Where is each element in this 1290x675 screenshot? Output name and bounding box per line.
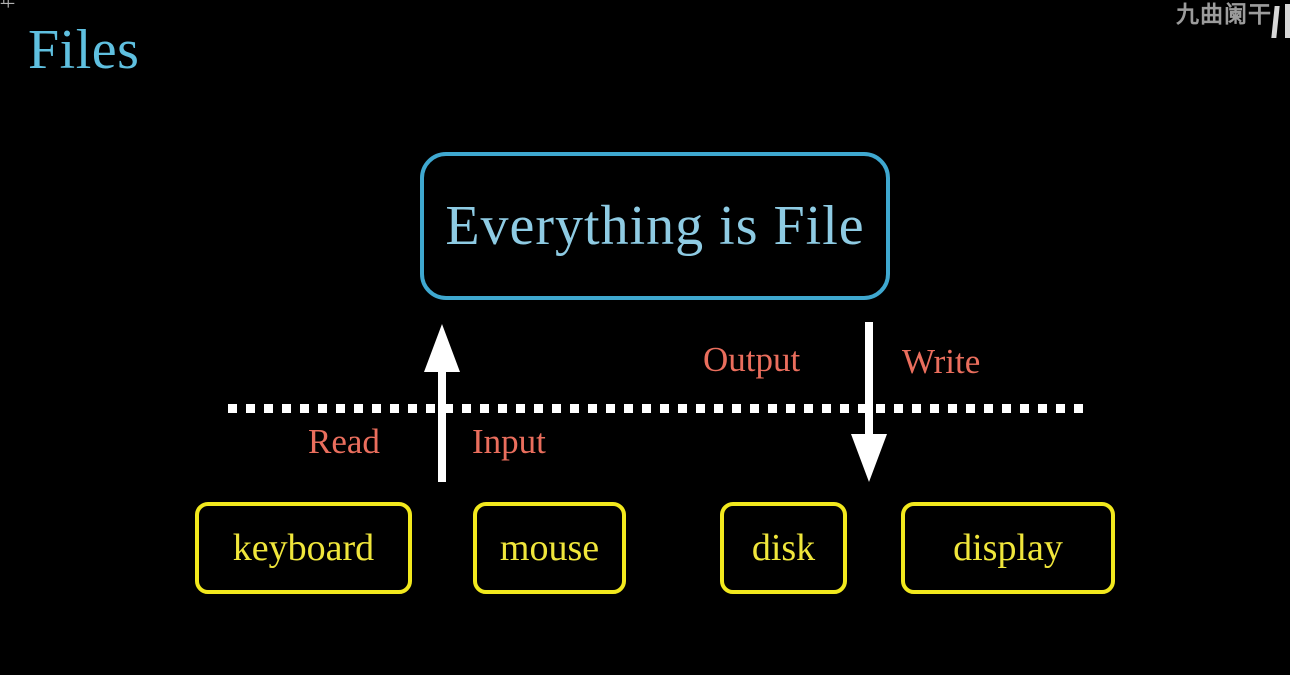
device-box-mouse: mouse [473, 502, 626, 594]
arrow-down-icon [851, 322, 887, 482]
flow-label-input: Input [472, 422, 546, 461]
device-label-mouse: mouse [499, 527, 600, 569]
arrow-up-icon [424, 324, 460, 482]
device-label-disk: disk [751, 527, 816, 569]
device-label-display: display [953, 527, 1063, 569]
flow-label-write: Write [902, 342, 981, 381]
corner-partial-glyph: 年 [0, 0, 16, 10]
boundary-dotted-line [228, 404, 1085, 413]
concept-box-everything-is-file: Everything is File [420, 152, 890, 300]
flow-label-output: Output [703, 340, 801, 379]
device-box-display: display [901, 502, 1115, 594]
device-box-keyboard: keyboard [195, 502, 412, 594]
channel-logo-icon [1264, 4, 1290, 38]
concept-box-label: Everything is File [445, 195, 865, 257]
device-box-disk: disk [720, 502, 847, 594]
page-title: Files [28, 19, 140, 81]
watermark: 九曲阑干 [1176, 2, 1290, 38]
flow-label-read: Read [308, 422, 380, 461]
device-label-keyboard: keyboard [232, 527, 375, 569]
watermark-text: 九曲阑干 [1176, 2, 1272, 28]
